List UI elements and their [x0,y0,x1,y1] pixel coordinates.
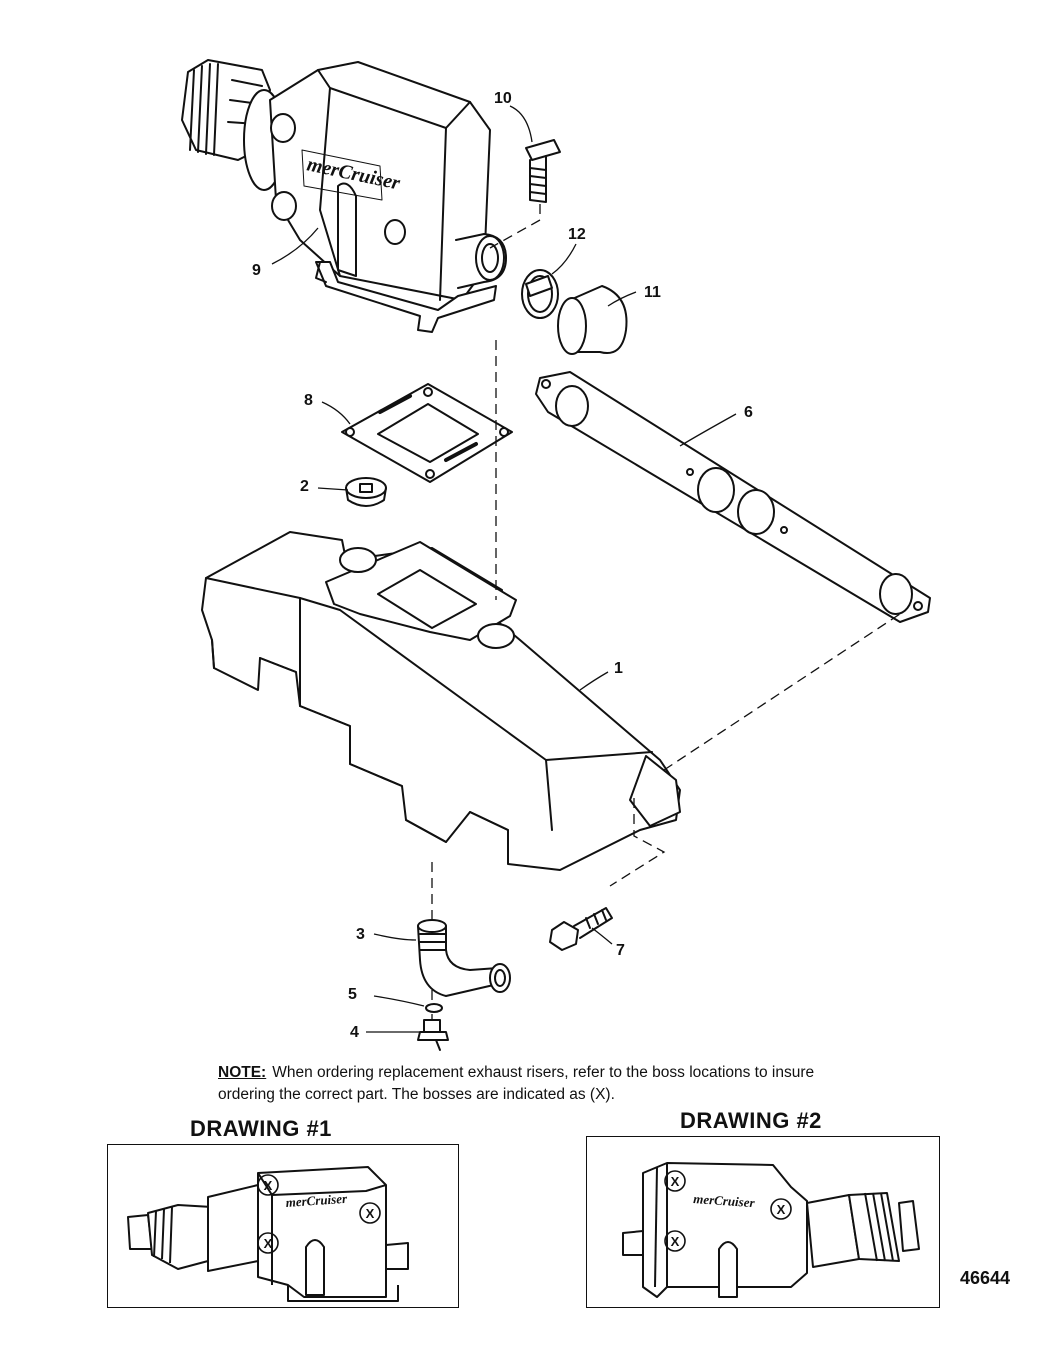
callout-10: 10 [494,90,512,107]
exhaust-riser-part-9: merCruiser [181,59,507,333]
callout-4: 4 [350,1024,359,1041]
hose-sleeve-part-11 [557,285,628,355]
boss-marker-x: X [777,1202,786,1217]
manifold-bolt-part-7 [549,907,613,951]
drawing-2-title: DRAWING #2 [680,1108,822,1133]
drain-fitting-part-4 [417,1019,449,1051]
elbow-fitting-part-3 [417,919,511,997]
boss-marker-x: X [671,1174,680,1189]
note-text: When ordering replacement exhaust risers… [218,1064,815,1103]
drawing-1-box: X X X merCruiser [107,1144,459,1308]
manifold-gasket-part-6 [535,371,931,623]
callout-2: 2 [300,478,309,495]
hose-clamp-part-12 [521,269,559,319]
callout-8: 8 [304,392,313,409]
boss-marker-x: X [264,1178,273,1193]
bolt-part-10 [525,139,561,203]
drawing-2-box: X X X merCruiser [586,1136,940,1308]
callout-6: 6 [744,404,753,421]
callout-3: 3 [356,926,365,943]
drawing-2-riser-illustration: X X X merCruiser [622,1162,920,1298]
drawing-2-brand-logo: merCruiser [693,1191,756,1210]
callout-1: 1 [614,660,623,677]
callout-11: 11 [644,284,661,301]
note-label: NOTE: [218,1064,267,1081]
callout-12: 12 [568,226,586,243]
figure-number: 46644 [960,1268,1011,1288]
exhaust-manifold-part-1 [201,531,681,871]
ordering-note: NOTE:When ordering replacement exhaust r… [218,1062,858,1106]
exploded-parts-diagram: merCruiser [181,59,931,1051]
callout-7: 7 [616,942,625,959]
pipe-plug-part-2 [345,477,387,507]
callout-9: 9 [252,262,261,279]
drawing-1-riser-illustration: X X X merCruiser [127,1166,409,1302]
boss-marker-x: X [264,1236,273,1251]
boss-marker-x: X [671,1234,680,1249]
o-ring-part-5 [425,1003,443,1013]
boss-marker-x: X [366,1206,375,1221]
drawing-1-title: DRAWING #1 [190,1116,332,1141]
drawing-1-brand-logo: merCruiser [285,1191,348,1210]
riser-gasket-part-8 [341,383,513,483]
callout-5: 5 [348,986,357,1003]
